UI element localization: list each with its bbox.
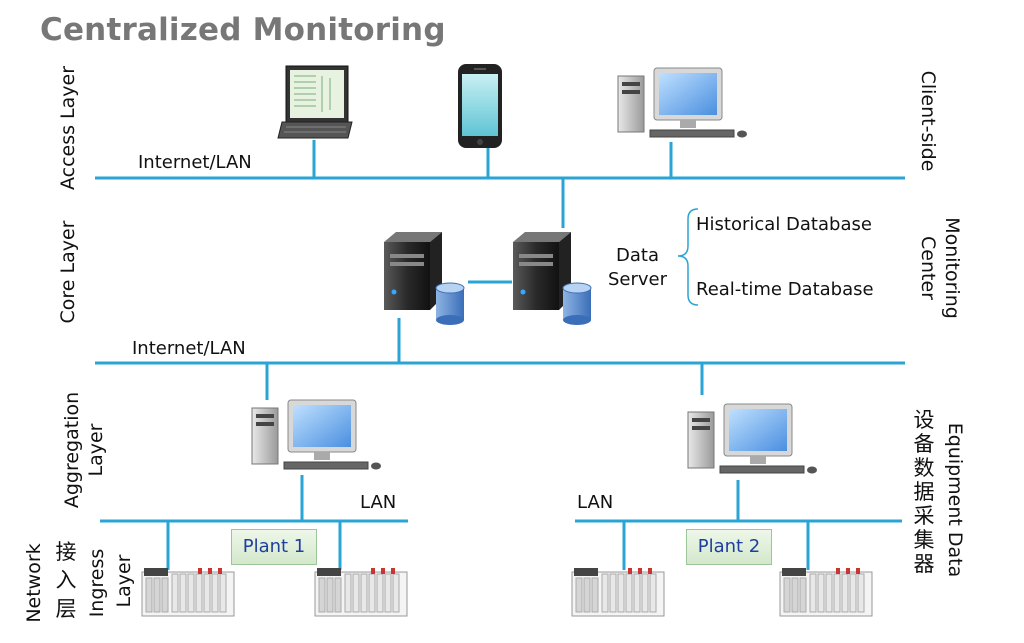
ingress-layer-label: Layer — [113, 554, 135, 608]
server-icon — [384, 232, 442, 310]
equipment-data-label: Equipment Data — [944, 422, 966, 578]
plc-rack-icon — [141, 567, 235, 617]
desktop-computer-icon — [617, 67, 748, 138]
historical-database-label: Historical Database — [696, 214, 872, 235]
cjk-ceng-label: 层 — [55, 597, 77, 621]
aggregation-layer-label: Aggregation Layer — [61, 391, 107, 509]
client-side-label: Client-side — [917, 70, 939, 172]
cjk-ru-label: 入 — [55, 568, 77, 592]
cjk-equipment-label: 设 备 数 据 采 集 器 — [913, 408, 935, 576]
network-lines — [95, 140, 905, 570]
internet-lan-middle-label: Internet/LAN — [132, 338, 246, 359]
database-icon — [435, 282, 465, 326]
internet-lan-top-label: Internet/LAN — [138, 152, 252, 173]
network-label: Network — [23, 543, 45, 623]
plant-2-badge: Plant 2 — [686, 529, 772, 565]
core-layer-label: Core Layer — [57, 220, 79, 324]
lan-left-label: LAN — [360, 492, 397, 513]
desktop-computer-icon — [251, 399, 382, 470]
plc-rack-icon — [571, 567, 665, 617]
access-layer-label: Access Layer — [57, 65, 79, 191]
lan-right-label: LAN — [577, 492, 614, 513]
ingress-label: Ingress — [86, 548, 108, 618]
monitoring-center-label: Monitoring Center — [917, 217, 963, 319]
smartphone-icon — [458, 64, 502, 148]
database-icon — [562, 282, 592, 326]
realtime-database-label: Real-time Database — [696, 279, 874, 300]
laptop-icon — [277, 65, 353, 139]
brace-line — [677, 208, 699, 306]
cjk-jie-label: 接 — [55, 540, 77, 564]
desktop-computer-icon — [687, 403, 818, 474]
plant-1-badge: Plant 1 — [231, 529, 317, 565]
plc-rack-icon — [314, 567, 408, 617]
data-server-label: Data Server — [608, 245, 668, 290]
diagram-title: Centralized Monitoring — [40, 12, 446, 48]
server-icon — [513, 232, 571, 310]
plc-rack-icon — [779, 567, 873, 617]
